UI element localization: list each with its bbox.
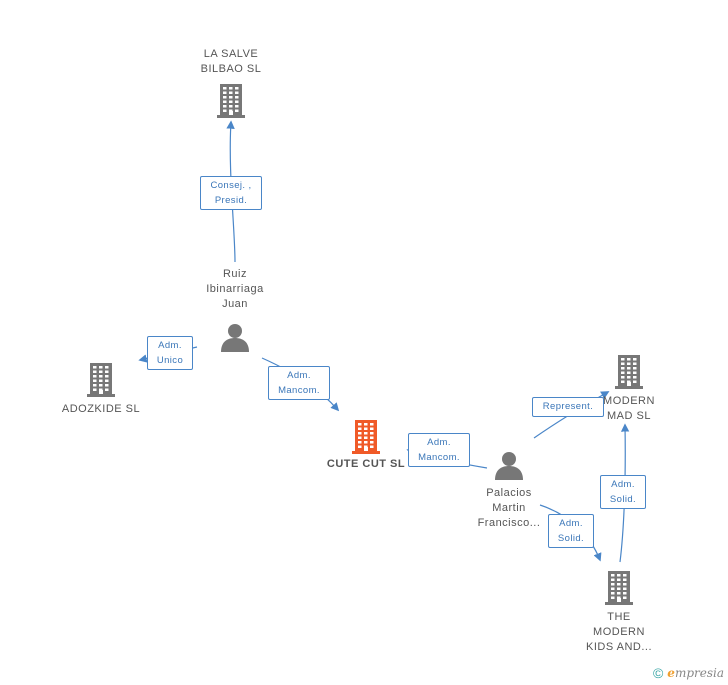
edge-label-e2[interactable]: Adm. Unico xyxy=(147,336,193,370)
brand-logo[interactable]: empresia xyxy=(667,666,724,680)
node-label-line: Juan xyxy=(222,298,248,310)
node-label-line: MODERN xyxy=(603,395,655,407)
edge-label-line: Adm. xyxy=(559,518,583,529)
edge-label-line: Adm. xyxy=(158,340,182,351)
edge-label-e4[interactable]: Adm. Mancom. xyxy=(408,433,470,467)
edge-label-e7[interactable]: Adm. Solid. xyxy=(600,475,646,509)
edge-label-line: Mancom. xyxy=(278,385,320,396)
node-label-adozkide[interactable]: ADOZKIDE SL xyxy=(41,402,161,417)
edge-label-e6[interactable]: Adm. Solid. xyxy=(548,514,594,548)
node-label-line: THE xyxy=(607,611,631,623)
footer-brand: © empresia xyxy=(653,665,724,681)
edge-label-line: Adm. xyxy=(287,370,311,381)
edge-label-line: Adm. xyxy=(611,479,635,490)
person-icon[interactable] xyxy=(220,323,250,358)
node-label-line: MODERN xyxy=(593,626,645,638)
building-icon[interactable] xyxy=(604,570,634,611)
node-label-line: ADOZKIDE SL xyxy=(61,403,141,415)
node-label-line: Ibinarriaga xyxy=(206,283,264,295)
node-label-la-salve[interactable]: LA SALVE BILBAO SL xyxy=(171,47,291,77)
edge-label-line: Presid. xyxy=(214,195,248,206)
copyright-icon: © xyxy=(652,665,664,681)
edge-label-line: Solid. xyxy=(557,533,585,544)
node-label-line: LA SALVE xyxy=(203,48,259,60)
node-label-line: Palacios xyxy=(486,487,532,499)
node-label-modern-mad[interactable]: MODERN MAD SL xyxy=(569,394,689,424)
edge-label-line: Solid. xyxy=(609,494,637,505)
building-icon[interactable] xyxy=(614,354,644,395)
building-icon[interactable] xyxy=(216,83,246,124)
building-icon[interactable] xyxy=(86,362,116,403)
edge-label-line: Unico xyxy=(156,355,184,366)
edge-label-line: Mancom. xyxy=(418,452,460,463)
edge-label-line: Consej. , xyxy=(210,180,252,191)
node-label-line: BILBAO SL xyxy=(200,63,262,75)
node-label-cute-cut[interactable]: CUTE CUT SL xyxy=(306,457,426,472)
edge-label-e3[interactable]: Adm. Mancom. xyxy=(268,366,330,400)
node-label-line: CUTE CUT SL xyxy=(326,458,406,470)
node-label-line: KIDS AND... xyxy=(585,641,653,653)
edge-label-e5[interactable]: Represent. xyxy=(532,397,604,417)
node-label-line: Martin xyxy=(492,502,526,514)
node-label-line: MAD SL xyxy=(607,410,651,422)
node-label-modern-kids[interactable]: THE MODERN KIDS AND... xyxy=(559,610,679,655)
node-label-line: Ruiz xyxy=(222,268,247,280)
edge-label-line: Represent. xyxy=(542,401,594,412)
person-icon[interactable] xyxy=(494,451,524,486)
edge-label-line: Adm. xyxy=(427,437,451,448)
node-label-line: Francisco... xyxy=(477,517,541,529)
building-icon[interactable] xyxy=(351,419,381,460)
edge-label-e1[interactable]: Consej. , Presid. xyxy=(200,176,262,210)
